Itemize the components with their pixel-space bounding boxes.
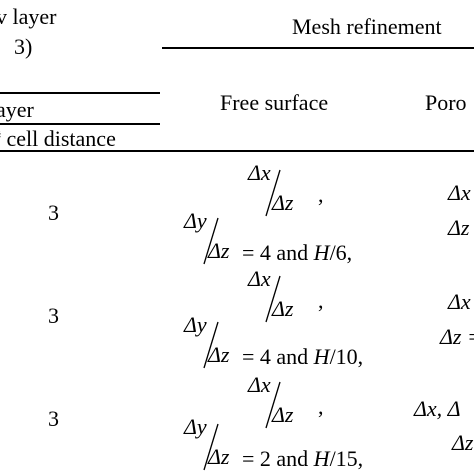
row3-right-top: Δx, Δ	[414, 396, 461, 421]
row1-h-tail: /6,	[329, 240, 353, 265]
row3-h: H	[313, 446, 330, 471]
row2-comma: ,	[318, 288, 324, 313]
row1-dx-over-dz: Δx Δz ,	[244, 160, 330, 220]
row2-dx-over-dz: Δx Δz ,	[244, 266, 330, 326]
header-free-surface: Free surface	[220, 90, 329, 115]
header-layer-label-line1: v layer	[0, 4, 57, 29]
row3-h-tail: /15,	[329, 446, 364, 471]
row3-right-bottom: Δz	[452, 430, 474, 455]
row3-dy: Δy	[184, 414, 207, 439]
header-rule-left-inner	[0, 123, 160, 125]
header-rule-left	[0, 92, 160, 94]
row1-right-bottom: Δz	[448, 215, 470, 240]
row1-eq-tail: = 4 and	[242, 240, 314, 265]
row1-value: 3	[48, 200, 59, 225]
row2-h-tail: /10,	[329, 344, 364, 369]
row2-dz2: Δz	[208, 342, 230, 367]
row1-dy: Δy	[184, 208, 207, 233]
header-bottom-rule	[0, 150, 474, 152]
row2-dy: Δy	[184, 312, 207, 337]
header-cell-distance: # cell distance	[0, 128, 116, 150]
row2-value: 3	[48, 303, 59, 328]
row2-eq-tail: = 4 and	[242, 344, 314, 369]
row1-right-top: Δx	[448, 180, 471, 205]
row1-dz2: Δz	[208, 238, 230, 263]
row3-comma: ,	[318, 394, 324, 419]
row2-h: H	[313, 344, 330, 369]
row3-value: 3	[48, 406, 59, 431]
row3-dx: Δx	[248, 372, 271, 397]
row3-dz2: Δz	[208, 444, 230, 469]
row1-dx: Δx	[248, 160, 271, 185]
row3-dy-over-dz: Δy Δz = 2 and H/15,	[180, 414, 440, 474]
row1-dy-over-dz: Δy Δz = 4 and H/6,	[180, 208, 440, 268]
header-mesh-refinement: Mesh refinement	[292, 14, 442, 39]
row2-dx: Δx	[248, 266, 271, 291]
row3-eq: = 2 and H/15,	[242, 446, 363, 472]
header-layer-label-line2: 3)	[14, 34, 33, 59]
row1-dz: Δz	[272, 190, 294, 215]
row2-right-top: Δx	[448, 289, 471, 314]
header-cell-distance-text: cell distance	[6, 126, 116, 151]
header-porous: Poro	[425, 90, 467, 115]
header-rule-mesh	[162, 47, 474, 49]
row1-comma: ,	[318, 182, 324, 207]
row1-h: H	[313, 240, 330, 265]
row3-eq-tail: = 2 and	[242, 446, 314, 471]
row2-dz: Δz	[272, 296, 294, 321]
row2-dy-over-dz: Δy Δz = 4 and H/10,	[180, 312, 440, 372]
header-sublayer-label: ayer	[0, 97, 34, 122]
row2-eq: = 4 and H/10,	[242, 344, 363, 370]
row3-dz: Δz	[272, 402, 294, 427]
row1-eq: = 4 and H/6,	[242, 240, 352, 266]
row3-dx-over-dz: Δx Δz ,	[244, 372, 330, 432]
row2-right-bottom: Δz =	[440, 324, 474, 349]
